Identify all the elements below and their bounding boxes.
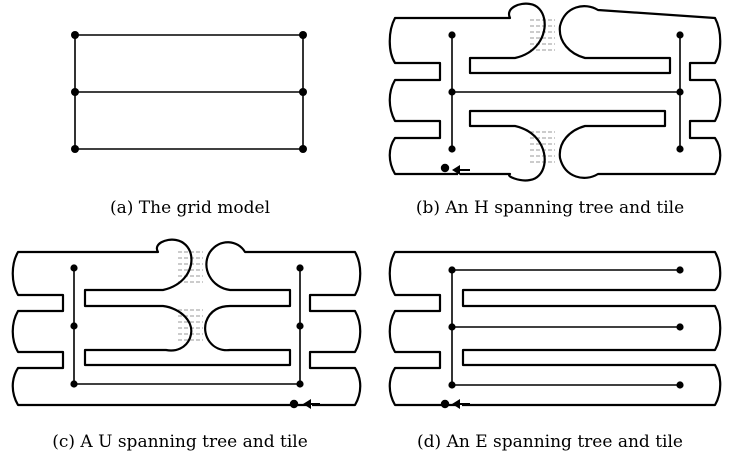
start-node — [289, 399, 299, 409]
grid-node — [71, 145, 79, 153]
panel-b-h-tile — [388, 2, 722, 182]
caption-b: (b) An H spanning tree and tile — [415, 198, 685, 218]
start-node — [440, 163, 450, 173]
e-spanning-tree — [451, 269, 680, 386]
grid-node — [71, 88, 79, 96]
grid-node — [299, 88, 307, 96]
e-tree-nodes — [440, 266, 684, 409]
panel-d-e-tile — [388, 250, 722, 409]
panel-a-grid-nodes — [71, 31, 307, 153]
h-tile-outline — [388, 2, 722, 182]
h-tree-nodes — [440, 31, 684, 173]
caption-c: (c) A U spanning tree and tile — [52, 432, 308, 452]
grid-node — [299, 145, 307, 153]
lobe-connectors-top — [530, 19, 555, 51]
grid-node — [299, 31, 307, 39]
arrow-head-icon — [452, 399, 460, 409]
panel-a-grid-model — [74, 34, 304, 150]
u-tree-nodes — [70, 264, 304, 409]
panel-c-u-tile — [11, 238, 362, 409]
u-tile-outline — [11, 238, 362, 407]
grid-node — [71, 31, 79, 39]
caption-d: (d) An E spanning tree and tile — [417, 432, 683, 452]
e-tile-outline — [388, 250, 722, 407]
u-spanning-tree — [73, 268, 301, 385]
arrow-head-icon — [452, 165, 460, 175]
start-node — [440, 399, 450, 409]
h-spanning-tree — [451, 35, 681, 149]
arrow-head-icon — [303, 399, 311, 409]
caption-a: (a) The grid model — [109, 198, 271, 218]
lobe-connectors-middle — [178, 309, 203, 341]
